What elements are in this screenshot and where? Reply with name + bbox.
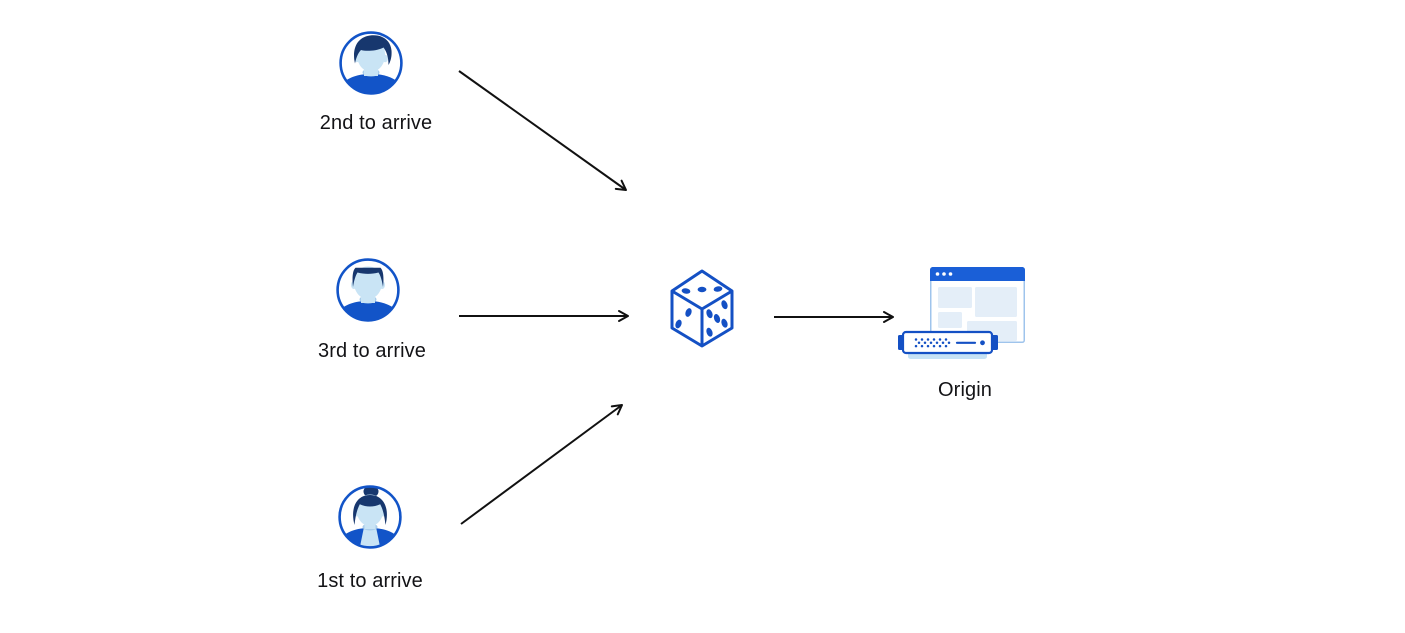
dice-pips [675,286,728,337]
browser-titlebar [930,267,1025,281]
server-body [901,330,994,355]
visitor-2nd-node [335,27,407,99]
visitor-3rd-node [332,254,404,326]
arrow-visitor1-to-dice [460,404,623,525]
arrow-visitor2-to-dice [458,70,627,191]
visitor-1st-node [334,481,406,553]
origin-server-browser-icon [898,267,1025,359]
avatar-hair [354,35,392,65]
avatar-chest [359,527,381,548]
visitor-2nd-label: 2nd to arrive [319,112,433,134]
avatar-hair [353,495,387,525]
browser-content-blocks [938,287,1017,341]
avatar-male-short-hair-icon [336,258,400,322]
browser-titlebar-dots [935,272,953,276]
avatar-hair [352,267,384,287]
origin-label: Origin [938,379,992,401]
avatar-male-swept-hair-icon [339,31,403,95]
server-vent-dots [914,338,951,348]
avatar-face [353,266,383,299]
avatar-ring [338,485,402,549]
dice-icon [670,269,734,348]
server-indicator-dot [980,340,985,346]
avatar-ring [339,31,403,95]
visitor-1st-label: 1st to arrive [317,570,423,592]
visitor-3rd-label: 3rd to arrive [317,340,427,362]
avatar-female-bun-hair-icon [338,485,402,549]
randomizer-node [667,266,737,350]
origin-node [896,262,1028,362]
avatar-hair-bun [363,486,379,498]
avatar-ring [336,258,400,322]
server-tab-right [991,335,998,350]
